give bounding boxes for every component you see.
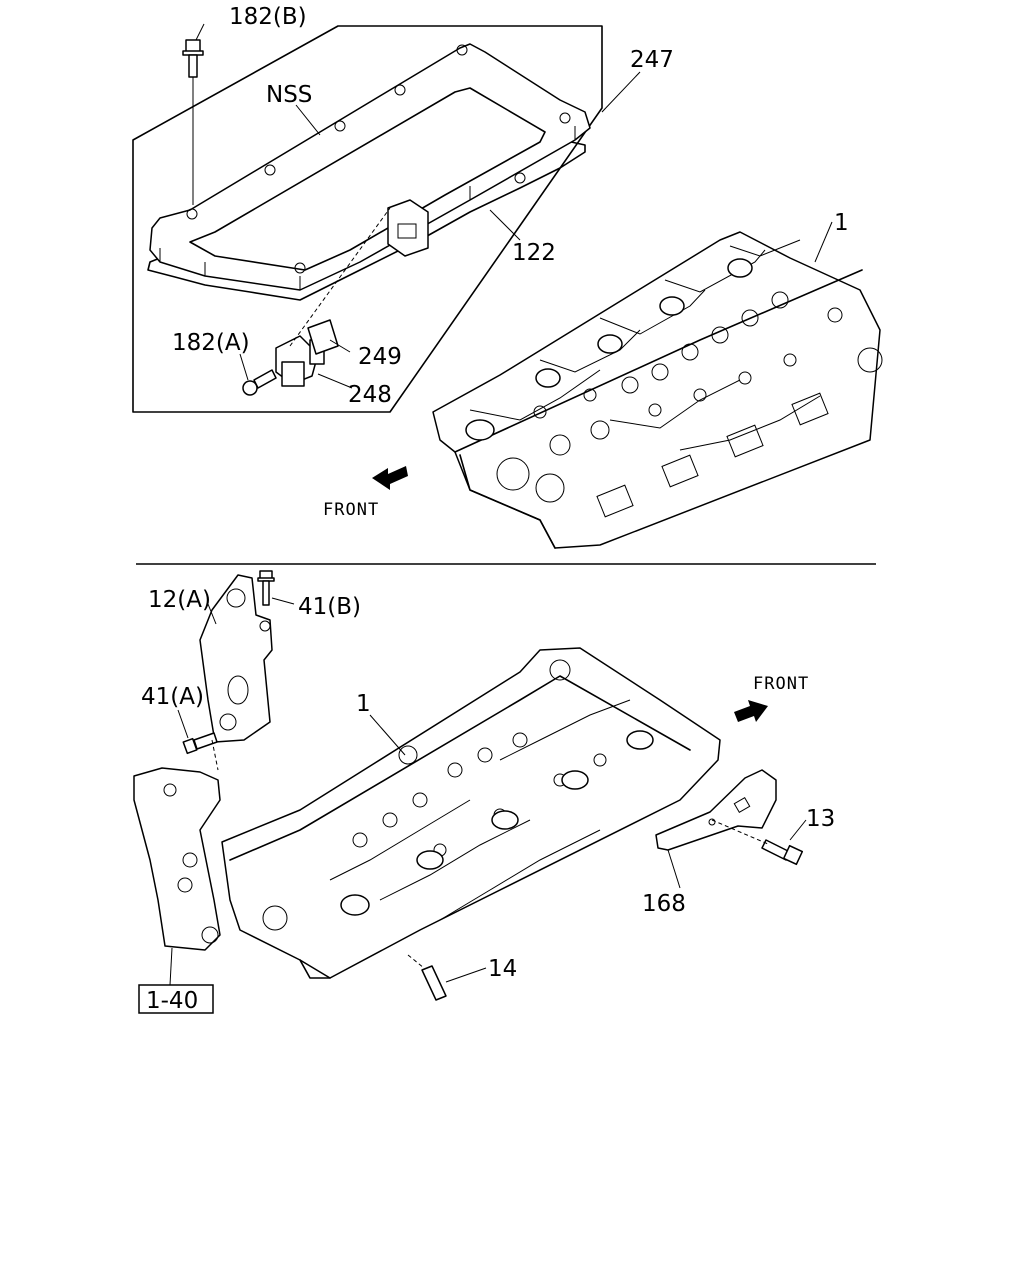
ref-box-label: 1-40 xyxy=(146,988,198,1014)
callout-labels: 182(B) NSS 247 122 1 182(A) 249 248 FRON… xyxy=(141,4,849,1014)
callout-122: 122 xyxy=(512,240,556,266)
top-section xyxy=(132,25,883,549)
bolt-182b xyxy=(182,39,204,205)
ref-box xyxy=(138,984,214,1014)
callout-13: 13 xyxy=(806,806,835,832)
callout-182b: 182(B) xyxy=(229,4,307,30)
callout-1-top: 1 xyxy=(834,210,849,236)
gasket-frame-inner xyxy=(189,87,546,271)
gasket-frame xyxy=(149,43,591,291)
callout-1-bottom: 1 xyxy=(356,691,371,717)
front-arrow-top xyxy=(372,466,408,490)
bolt-41b xyxy=(257,570,275,606)
stud-14 xyxy=(421,965,447,1001)
bracket-168 xyxy=(655,769,777,851)
callout-247: 247 xyxy=(630,47,674,73)
callout-nss: NSS xyxy=(266,82,312,108)
callout-41b: 41(B) xyxy=(298,594,361,620)
front-arrow-bottom xyxy=(734,700,768,722)
callout-182a: 182(A) xyxy=(172,330,250,356)
callout-249: 249 xyxy=(358,344,402,370)
front-label-top: FRONT xyxy=(323,500,379,520)
callout-41a: 41(A) xyxy=(141,684,204,710)
callout-168: 168 xyxy=(642,891,686,917)
bracket-1-40 xyxy=(133,767,221,951)
callout-248: 248 xyxy=(348,382,392,408)
bracket-12a xyxy=(199,574,273,743)
inset-frame xyxy=(132,25,603,413)
bolt-13 xyxy=(761,839,804,866)
bolt-41a xyxy=(182,732,218,755)
label-249 xyxy=(307,319,339,355)
cylinder-head-top xyxy=(432,231,883,549)
bottom-section xyxy=(133,570,804,1014)
cylinder-head-bottom xyxy=(221,647,721,979)
front-label-bottom: FRONT xyxy=(753,674,809,694)
bolt-182a xyxy=(242,369,277,396)
callout-12a: 12(A) xyxy=(148,587,211,613)
leader-lines xyxy=(177,23,833,983)
callout-14: 14 xyxy=(488,956,517,982)
